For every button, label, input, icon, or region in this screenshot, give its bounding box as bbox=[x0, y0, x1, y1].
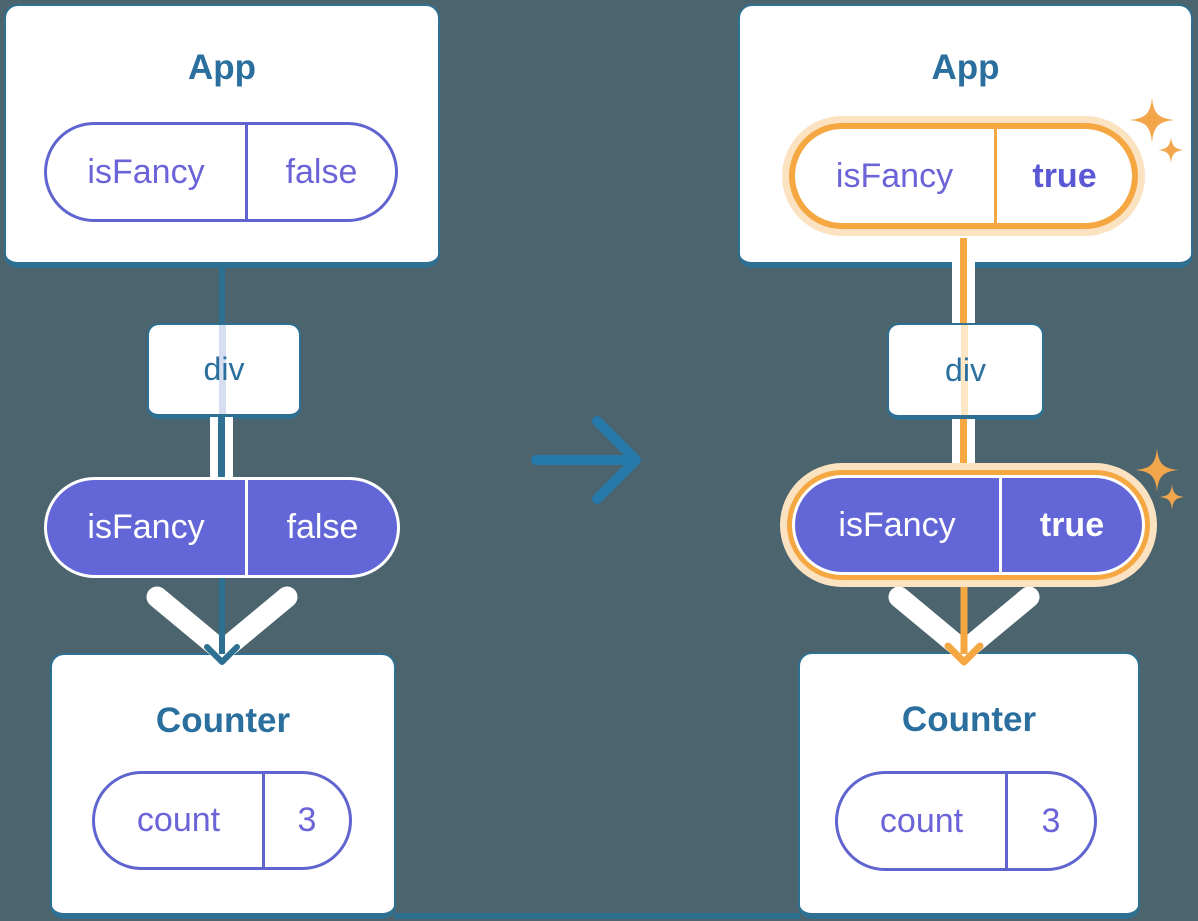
counter-state-pill: count 3 bbox=[92, 771, 352, 870]
div-node-after: div bbox=[887, 323, 1044, 420]
state-value: true bbox=[1032, 156, 1097, 195]
prop-key: isFancy bbox=[795, 478, 1002, 572]
app-state-pill-highlighted: isFancy true bbox=[782, 116, 1145, 236]
div-to-prop-connector bbox=[210, 417, 233, 479]
state-key: isFancy bbox=[795, 129, 997, 223]
prop-thread-faded bbox=[219, 325, 226, 414]
app-to-div-connector-highlighted bbox=[952, 238, 975, 323]
app-state-pill: isFancy false bbox=[44, 122, 398, 222]
div-node-before: div bbox=[147, 323, 301, 419]
state-value: 3 bbox=[297, 801, 317, 839]
state-key: count bbox=[838, 774, 1008, 868]
counter-title: Counter bbox=[155, 701, 291, 740]
prop-value: false bbox=[286, 508, 359, 546]
prop-pill-after-highlighted: isFancy true bbox=[780, 463, 1157, 587]
state-value: false bbox=[285, 152, 358, 191]
app-card-before: App isFancy false bbox=[4, 4, 440, 268]
div-to-prop-connector-highlighted bbox=[952, 419, 975, 479]
div-label: div bbox=[945, 351, 986, 388]
state-key: count bbox=[95, 774, 265, 867]
pass-down-arrow-icon-highlighted bbox=[888, 574, 1040, 666]
app-to-div-connector bbox=[219, 266, 225, 324]
counter-title: Counter bbox=[901, 700, 1037, 739]
pass-down-arrow-icon bbox=[146, 574, 298, 665]
counter-state-pill: count 3 bbox=[835, 771, 1097, 871]
div-label: div bbox=[203, 351, 245, 387]
prop-thread-faded bbox=[961, 325, 968, 415]
prop-key: isFancy bbox=[47, 480, 248, 575]
baseline-strip bbox=[394, 913, 800, 919]
counter-card-before: Counter count 3 bbox=[50, 653, 396, 919]
app-title: App bbox=[931, 48, 1000, 87]
prop-value: true bbox=[1039, 505, 1105, 544]
transition-arrow-icon bbox=[531, 416, 641, 504]
prop-pill-before: isFancy false bbox=[44, 477, 400, 578]
state-value: 3 bbox=[1041, 801, 1061, 840]
counter-card-after: Counter count 3 bbox=[798, 652, 1140, 919]
app-title: App bbox=[187, 48, 257, 87]
state-key: isFancy bbox=[47, 125, 248, 219]
sparkle-icon bbox=[1129, 97, 1185, 164]
sparkle-icon bbox=[1135, 448, 1185, 510]
